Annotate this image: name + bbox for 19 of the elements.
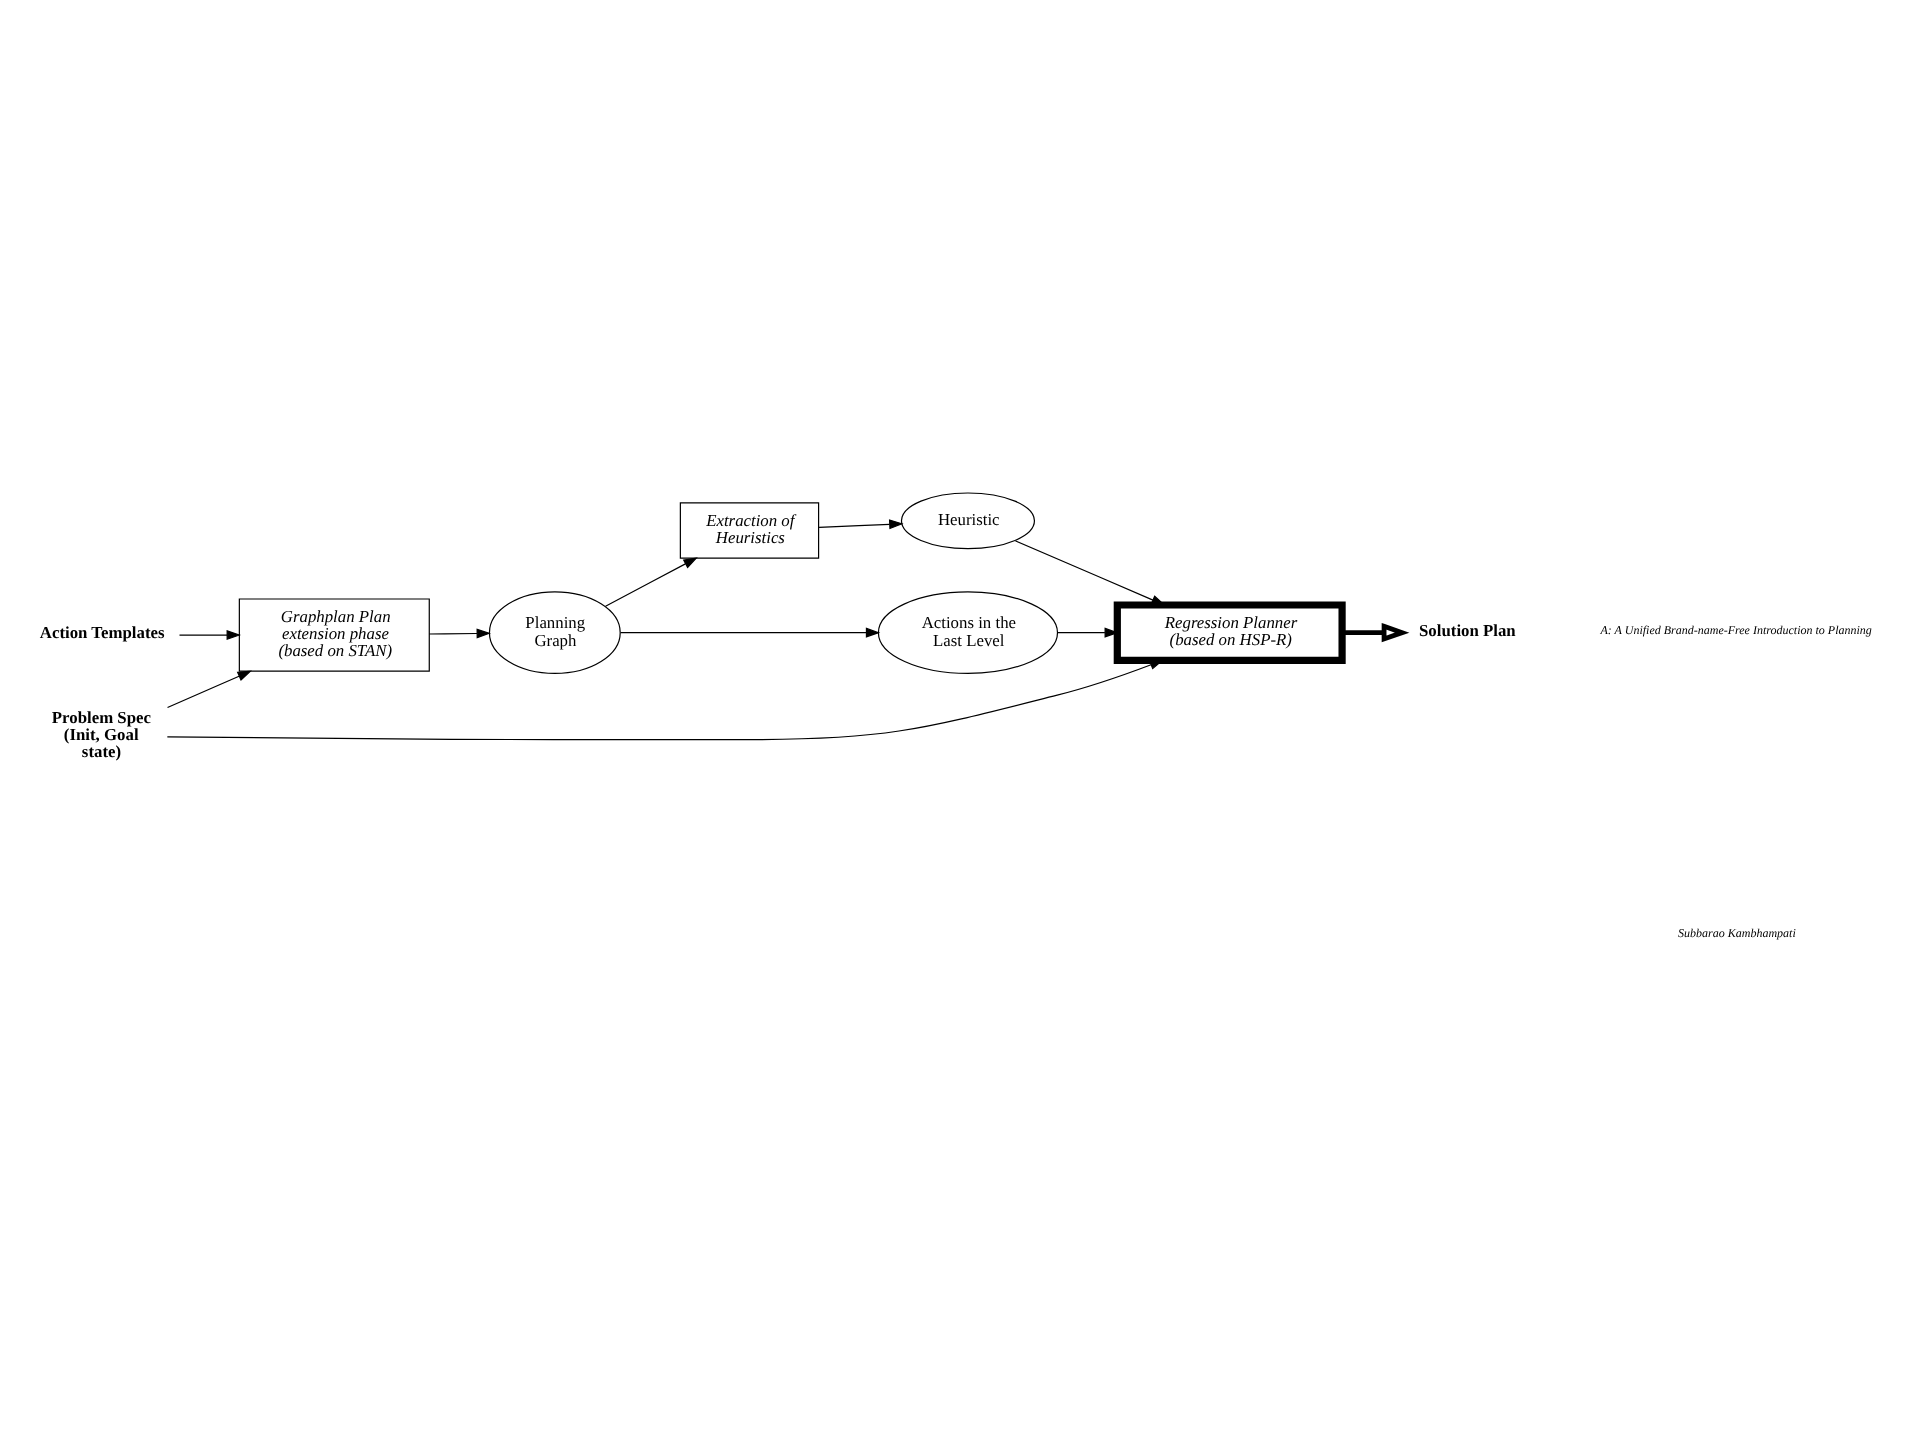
arrow xyxy=(604,556,698,606)
arrow xyxy=(1056,626,1119,637)
node-ellipse: Actions in the Last Level xyxy=(877,590,1059,673)
arrow xyxy=(1014,539,1166,605)
node-ellipse: Planning Graph xyxy=(488,590,621,673)
arrow xyxy=(620,626,881,637)
node-text: Action Templates xyxy=(39,623,165,642)
node-text: Problem Spec (Init, Goal state) xyxy=(51,708,151,760)
node-box: Graphplan Plan extension phase (based on STAN) xyxy=(238,597,430,671)
arrow xyxy=(1342,621,1410,642)
node-ellipse: Heuristic xyxy=(900,491,1036,549)
arrow xyxy=(818,518,904,529)
arrow xyxy=(178,629,241,640)
arrow xyxy=(166,658,1165,740)
node-box: Extraction of Heuristics xyxy=(679,501,820,558)
arrow xyxy=(428,627,491,638)
node-box: Regression Planner (based on HSP-R) xyxy=(1113,600,1346,663)
arrow xyxy=(166,669,252,708)
node-text: Solution Plan xyxy=(1419,620,1516,639)
